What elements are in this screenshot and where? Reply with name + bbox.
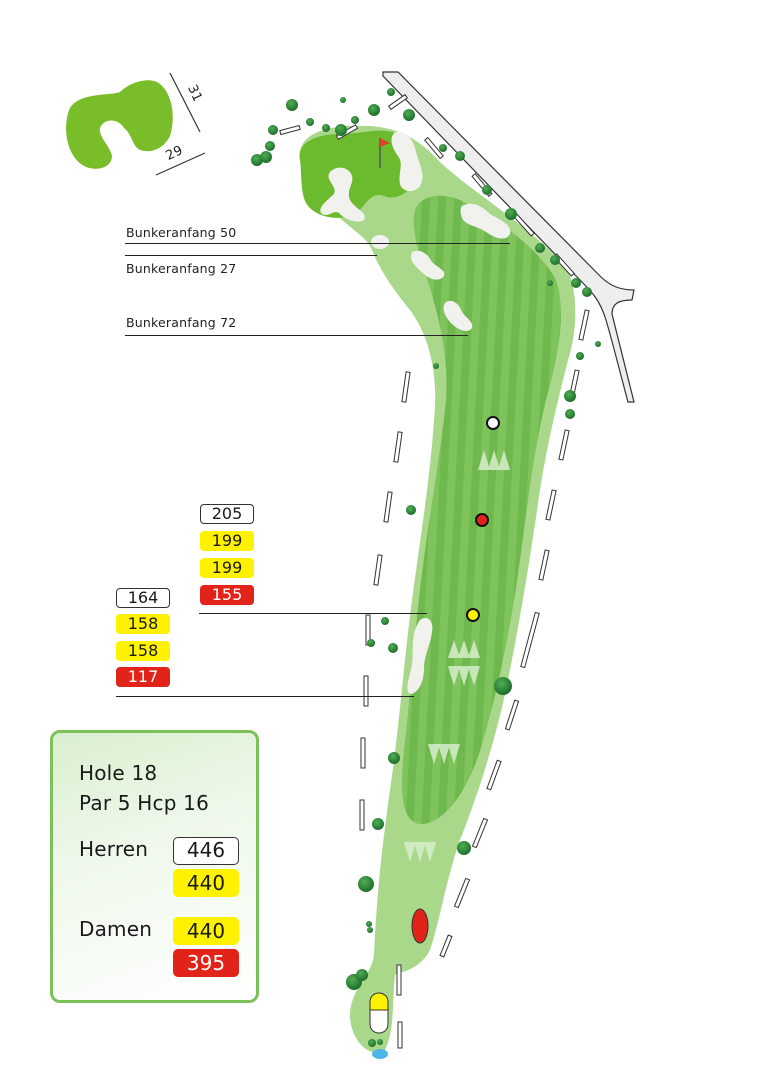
bunker-line-27 <box>125 255 377 257</box>
bunker-label-50: Bunkeranfang 50 <box>126 225 237 240</box>
bunker-line-72 <box>125 335 468 337</box>
herren-label: Herren <box>79 837 149 861</box>
flag-icon <box>379 138 390 168</box>
green-shape-icon <box>66 80 173 169</box>
hole-info-box: Hole 18 Par 5 Hcp 16 Herren 446 440 Dame… <box>50 730 259 1003</box>
hole-number: Hole 18 <box>79 761 158 785</box>
bunker-fairway-top <box>460 203 511 239</box>
bunker-greenside-left <box>320 167 365 222</box>
marker-yellow-dot <box>466 608 480 622</box>
water-icon <box>372 1049 388 1059</box>
herren-length-yellow: 440 <box>173 869 239 897</box>
bunker-label-72: Bunkeranfang 72 <box>126 315 237 330</box>
distance-badge-yellow: 158 <box>116 641 170 661</box>
bunker-label-27: Bunkeranfang 27 <box>126 261 237 276</box>
distance-line-lower <box>116 696 414 698</box>
green-shape-diagram <box>66 72 206 176</box>
width-dimension-line <box>155 152 206 176</box>
distance-badge-white: 164 <box>116 588 170 608</box>
damen-length-red: 395 <box>173 949 239 977</box>
distance-badge-yellow: 158 <box>116 614 170 634</box>
bunker-72 <box>443 300 473 331</box>
tee-white <box>369 1009 389 1034</box>
par-hcp: Par 5 Hcp 16 <box>79 791 210 815</box>
road <box>382 71 635 403</box>
tee-yellow <box>369 992 389 1011</box>
putting-green <box>299 130 416 218</box>
trees <box>251 88 601 1047</box>
herren-length-white: 446 <box>173 837 239 865</box>
bunker-fairway-left <box>407 617 433 694</box>
bunker-line-50 <box>125 243 510 245</box>
bunkers <box>320 131 511 694</box>
marker-white-dot <box>486 416 500 430</box>
bunker-greenside-right <box>391 131 423 192</box>
marker-red-dot <box>475 513 489 527</box>
damen-length-yellow: 440 <box>173 917 239 945</box>
bunker-27 <box>411 250 445 280</box>
fairway <box>402 195 561 825</box>
damen-label: Damen <box>79 917 153 941</box>
bunker-50 <box>371 235 389 249</box>
distance-badge-yellow: 199 <box>200 531 254 551</box>
distance-line-upper <box>199 613 427 615</box>
distance-badge-red: 155 <box>200 585 254 605</box>
tee-red <box>411 908 429 944</box>
yardage-triangles <box>404 450 510 862</box>
depth-dimension-line <box>169 72 201 133</box>
distance-badge-yellow: 199 <box>200 558 254 578</box>
distance-badge-white: 205 <box>200 504 254 524</box>
distance-badge-red: 117 <box>116 667 170 687</box>
